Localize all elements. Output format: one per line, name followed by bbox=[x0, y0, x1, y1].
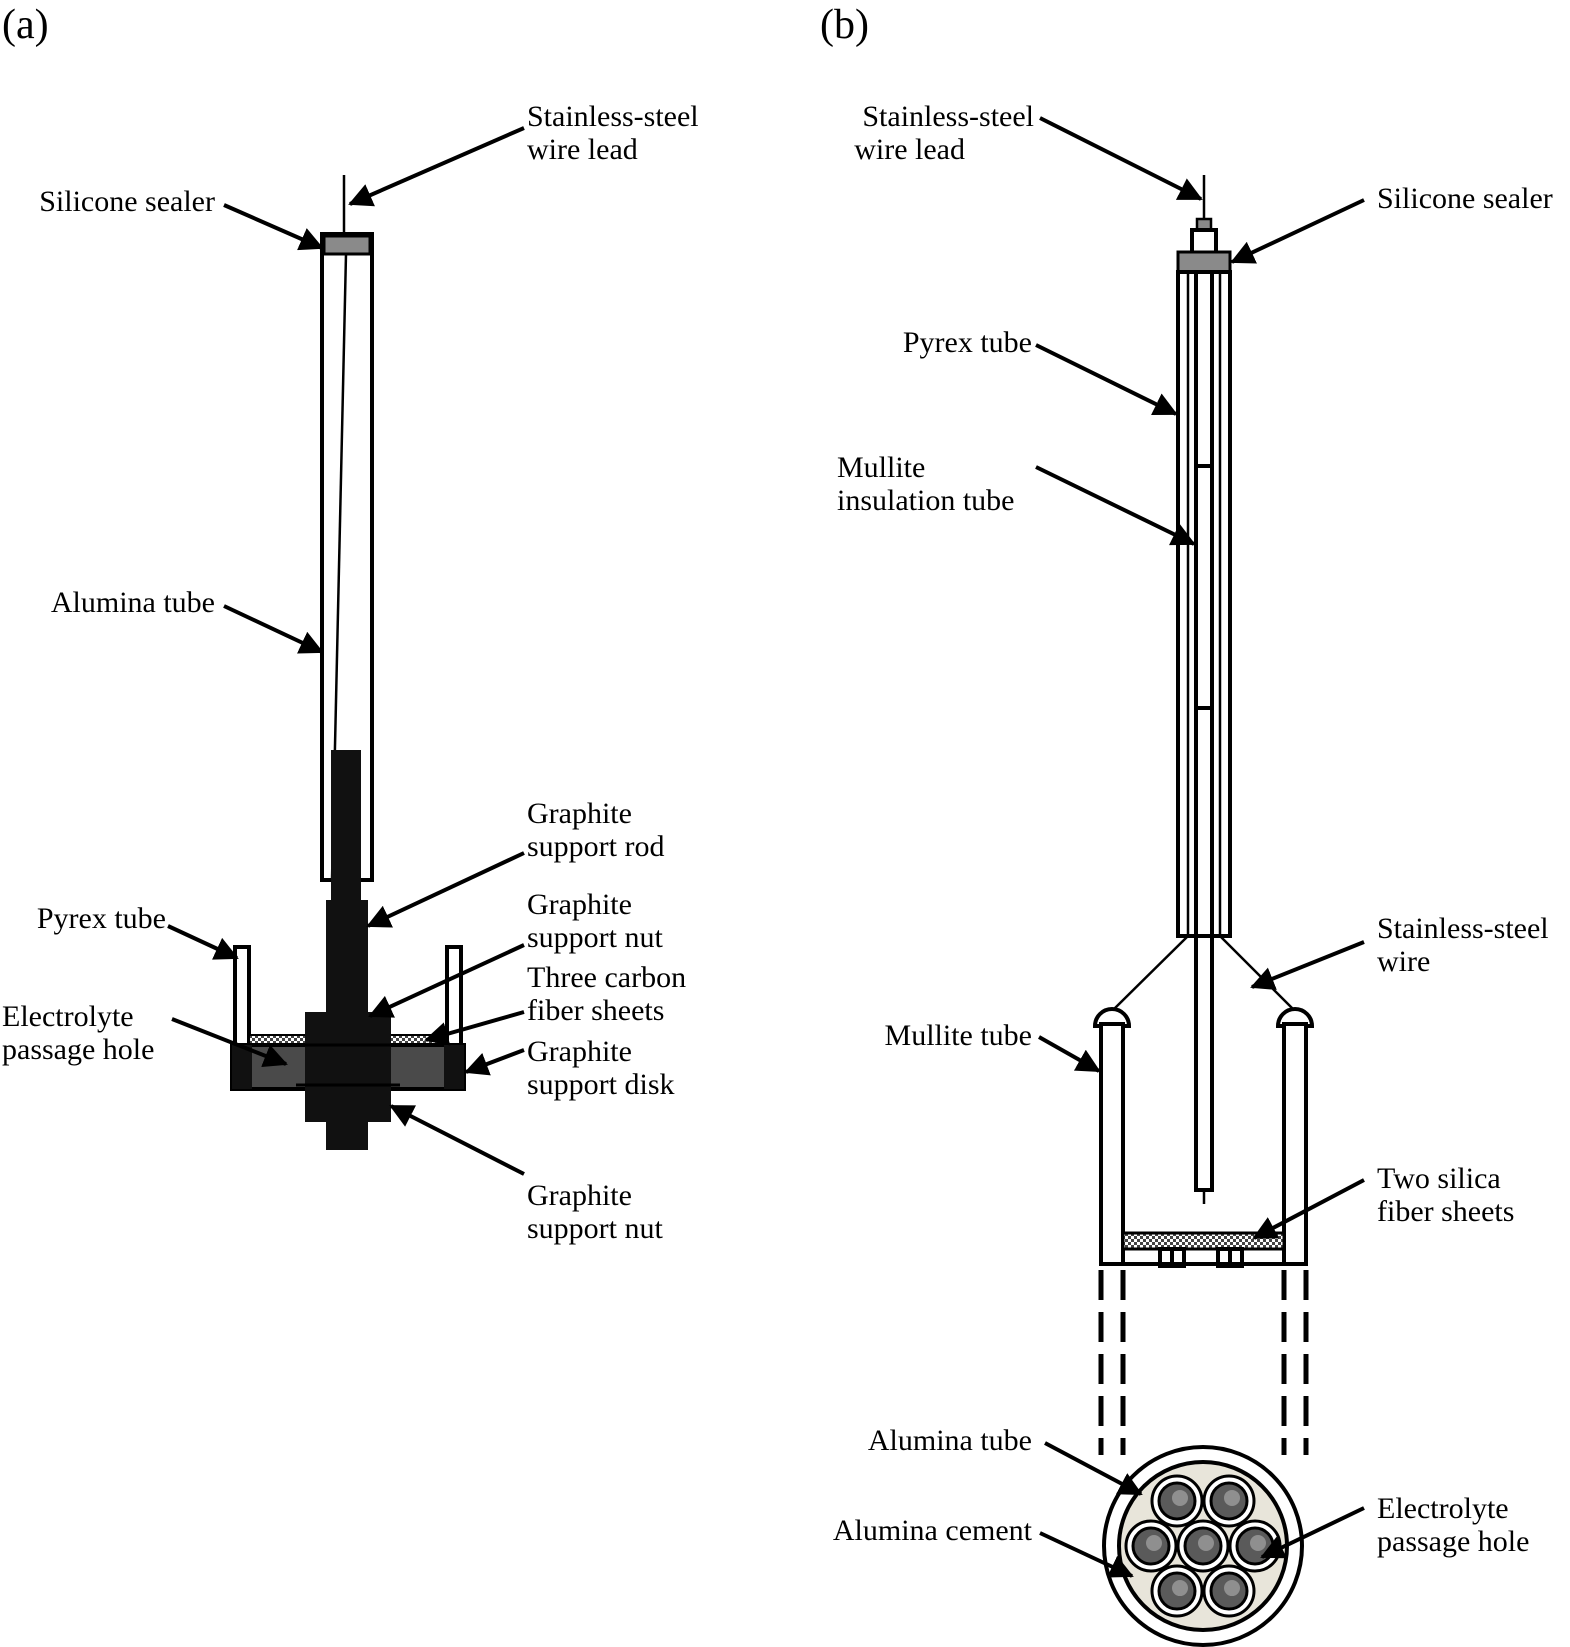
graphite-rod-top bbox=[331, 750, 361, 900]
panel-b-label: (b) bbox=[820, 2, 869, 48]
disk-edge-left bbox=[232, 1045, 252, 1089]
silica-fiber-sheets bbox=[1121, 1231, 1286, 1251]
hole-highlight bbox=[1250, 1535, 1266, 1551]
silicone-sealer-b bbox=[1176, 250, 1232, 274]
arrow-b-cement bbox=[1039, 1531, 1134, 1578]
arrow-a-carbon bbox=[424, 1010, 525, 1046]
arrow-a-wire-lead bbox=[348, 126, 525, 207]
arrow-b-mullite bbox=[1038, 1035, 1101, 1073]
arrow-b-hole bbox=[1260, 1506, 1365, 1559]
arrow-a-rod bbox=[366, 851, 525, 928]
hole-highlight bbox=[1172, 1580, 1188, 1597]
hole-highlight bbox=[1224, 1489, 1240, 1506]
panel-a: (a) Stainless bbox=[2, 2, 699, 1245]
arrow-a-nut-lower bbox=[389, 1104, 525, 1176]
label-a-pyrex: Pyrex tube bbox=[37, 902, 166, 935]
arrow-a-hole bbox=[171, 1017, 288, 1068]
wire-loop-left bbox=[1092, 1007, 1132, 1028]
label-a-silicone: Silicone sealer bbox=[39, 185, 215, 218]
arrow-a-silicone bbox=[223, 203, 324, 251]
graphite-support-nut-upper bbox=[305, 1012, 391, 1122]
graphite-support-nut-lower bbox=[326, 1122, 368, 1150]
label-b-alumina: Alumina tube bbox=[868, 1424, 1032, 1457]
arrow-b-silica bbox=[1252, 1178, 1365, 1240]
panel-b: (b) bbox=[820, 2, 1553, 1647]
arrow-b-silicone bbox=[1230, 198, 1365, 264]
arrow-a-pyrex bbox=[167, 924, 239, 960]
hole-highlight bbox=[1172, 1489, 1188, 1506]
ss-wire-left bbox=[1111, 935, 1189, 1012]
arrow-a-nut-upper bbox=[368, 943, 525, 1018]
label-b-pyrex: Pyrex tube bbox=[903, 326, 1032, 359]
arrow-a-disk bbox=[464, 1048, 525, 1076]
wire-loop-right bbox=[1275, 1007, 1315, 1028]
graphite-support-rod bbox=[326, 900, 368, 1012]
arrow-b-insulation bbox=[1035, 465, 1196, 546]
hole-highlight bbox=[1198, 1535, 1214, 1551]
central-rod-b bbox=[1194, 934, 1214, 1192]
mullite-tube-wall-left bbox=[1099, 1022, 1125, 1266]
arrow-b-ss-wire bbox=[1250, 940, 1365, 990]
label-b-mullite: Mullite tube bbox=[885, 1019, 1032, 1052]
hole-highlight bbox=[1146, 1535, 1162, 1551]
silicone-sealer-a bbox=[322, 234, 372, 256]
label-b-cement: Alumina cement bbox=[833, 1514, 1033, 1547]
disk-edge-right bbox=[444, 1045, 464, 1089]
arrow-b-pyrex bbox=[1035, 343, 1178, 416]
arrow-a-alumina bbox=[223, 604, 324, 654]
hole-highlight bbox=[1224, 1580, 1240, 1597]
panel-a-label: (a) bbox=[2, 2, 49, 48]
wire-collar bbox=[1190, 228, 1218, 256]
label-b-silicone: Silicone sealer bbox=[1377, 182, 1553, 215]
label-a-alumina: Alumina tube bbox=[51, 586, 215, 619]
mullite-insulation-tube bbox=[1194, 270, 1214, 938]
arrow-b-wire-lead bbox=[1039, 116, 1203, 201]
cross-section-tubes bbox=[1124, 1474, 1282, 1618]
arrow-b-alumina bbox=[1044, 1441, 1143, 1496]
mullite-tube-wall-right bbox=[1282, 1022, 1308, 1266]
